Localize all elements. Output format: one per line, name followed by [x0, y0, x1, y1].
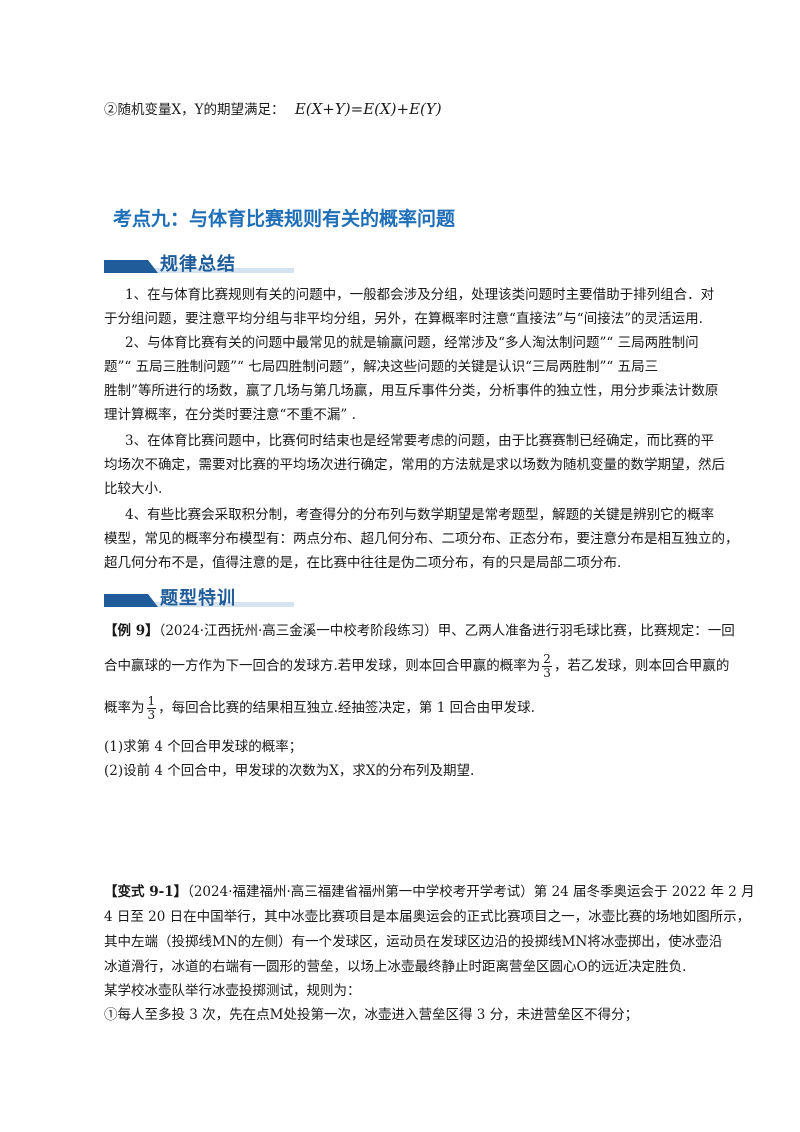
variant-source: （2024·福建福州·高三福建省福州第一中学校考开学考试）第 24 届冬季奥运会… — [187, 884, 755, 900]
expectation-formula: E(X+Y)=E(X)+E(Y) — [294, 100, 442, 118]
summary-line: 3、在体育比赛问题中，比赛何时结束也是经常要考虑的问题，由于比赛赛制已经确定，而… — [125, 433, 715, 449]
section-title: 考点九：与体育比赛规则有关的概率问题 — [113, 208, 456, 230]
banner-arrow-icon — [148, 594, 158, 607]
fraction-numerator: 1 — [146, 694, 157, 709]
variant-line-1: 【变式 9-1】（2024·福建福州·高三福建省福州第一中学校考开学考试）第 2… — [104, 882, 755, 902]
summary-label: 规律总结 — [160, 254, 236, 275]
variant-line-6: ①每人至多投 3 次，先在点M处投第一次，冰壶进入营垒区得 3 分，未进营垒区不… — [104, 1007, 639, 1023]
summary-banner: 规律总结 — [104, 250, 300, 276]
variant-line-2: 4 日至 20 日在中国举行，其中冰壶比赛项目是本届奥运会的正式比赛项目之一，冰… — [104, 909, 751, 925]
practice-label: 题型特训 — [160, 588, 236, 609]
example-source: （2024·江西抚州·高三金溪一中校考阶段练习）甲、乙两人准备进行羽毛球比赛，比… — [158, 623, 735, 639]
summary-line: 胜制”等所进行的场数，赢了几场与第几场赢，用互斥事件分类，分析事件的独立性，用分… — [104, 383, 719, 399]
example-text: 合中赢球的一方作为下一回合的发球方.若甲发球，则本回合甲赢的概率为 — [104, 658, 541, 674]
fraction-denominator: 3 — [543, 666, 551, 680]
summary-line: 超几何分布不是，值得注意的是，在比赛中往往是伪二项分布，有的只是局部二项分布. — [104, 555, 622, 571]
example-text: ，每回合比赛的结果相互独立.经抽签决定，第 1 回合由甲发球. — [158, 700, 535, 716]
summary-line: 2、与体育比赛有关的问题中最常见的就是输赢问题，经常涉及“多人淘汰制问题”“ 三… — [125, 335, 699, 351]
example-question-1: (1)求第 4 个回合甲发球的概率； — [104, 739, 303, 755]
expectation-property-line: ②随机变量X，Y的期望满足： E(X+Y)=E(X)+E(Y) — [104, 99, 442, 120]
banner-block — [104, 594, 148, 607]
summary-line: 4、有些比赛会采取积分制，考查得分的分布列与数学期望是常考题型，解题的关键是辨别… — [125, 507, 715, 523]
example-tag: 【例 9】 — [104, 623, 159, 639]
variant-tag: 【变式 9-1】 — [104, 884, 188, 900]
variant-line-3: 其中左端（投掷线MN的左侧）有一个发球区，运动员在发球区边沿的投掷线MN将冰壶掷… — [104, 934, 723, 950]
example-text: ，若乙发球，则本回合甲赢的 — [553, 658, 730, 674]
example-question-2: (2)设前 4 个回合中，甲发球的次数为X，求X的分布列及期望. — [104, 763, 475, 779]
summary-line: 模型，常见的概率分布模型有：两点分布、超几何分布、二项分布、正态分布，要注意分布… — [104, 531, 739, 547]
expectation-property-text: ②随机变量X，Y的期望满足： — [104, 102, 285, 118]
summary-line: 理计算概率，在分类时要注意“不重不漏” . — [104, 407, 356, 423]
summary-line: 1、在与体育比赛规则有关的问题中，一般都会涉及分组，处理该类问题时主要借助于排列… — [125, 287, 715, 303]
summary-line: 题”“ 五局三胜制问题”“ 七局四胜制问题”，解决这些问题的关键是认识“三局两胜… — [104, 359, 659, 375]
banner-underline — [104, 268, 294, 273]
fraction-numerator: 2 — [542, 652, 552, 667]
banner-block — [104, 260, 148, 273]
example-text: 概率为 — [104, 700, 145, 716]
banner-arrow-icon — [148, 260, 158, 273]
summary-line: 于分组问题，要注意平均分组与非平均分组，另外，在算概率时注意“直接法”与“间接法… — [104, 311, 703, 327]
fraction-denominator: 3 — [147, 708, 156, 722]
variant-line-5: 某学校冰壶队举行冰壶投掷测试，规则为： — [104, 983, 361, 999]
variant-line-4: 冰道滑行，冰道的右端有一圆形的营垒，以场上冰壶最终静止时距离营垒区圆心O的远近决… — [104, 959, 687, 975]
example-line-1: 【例 9】（2024·江西抚州·高三金溪一中校考阶段练习）甲、乙两人准备进行羽毛… — [104, 621, 735, 641]
banner-underline — [104, 602, 294, 607]
summary-line: 比较大小. — [104, 481, 163, 497]
practice-banner: 题型特训 — [104, 584, 300, 610]
summary-line: 均场次不确定，需要对比赛的平均场次进行确定，常用的方法就是求以场数为随机变量的数… — [104, 457, 725, 473]
